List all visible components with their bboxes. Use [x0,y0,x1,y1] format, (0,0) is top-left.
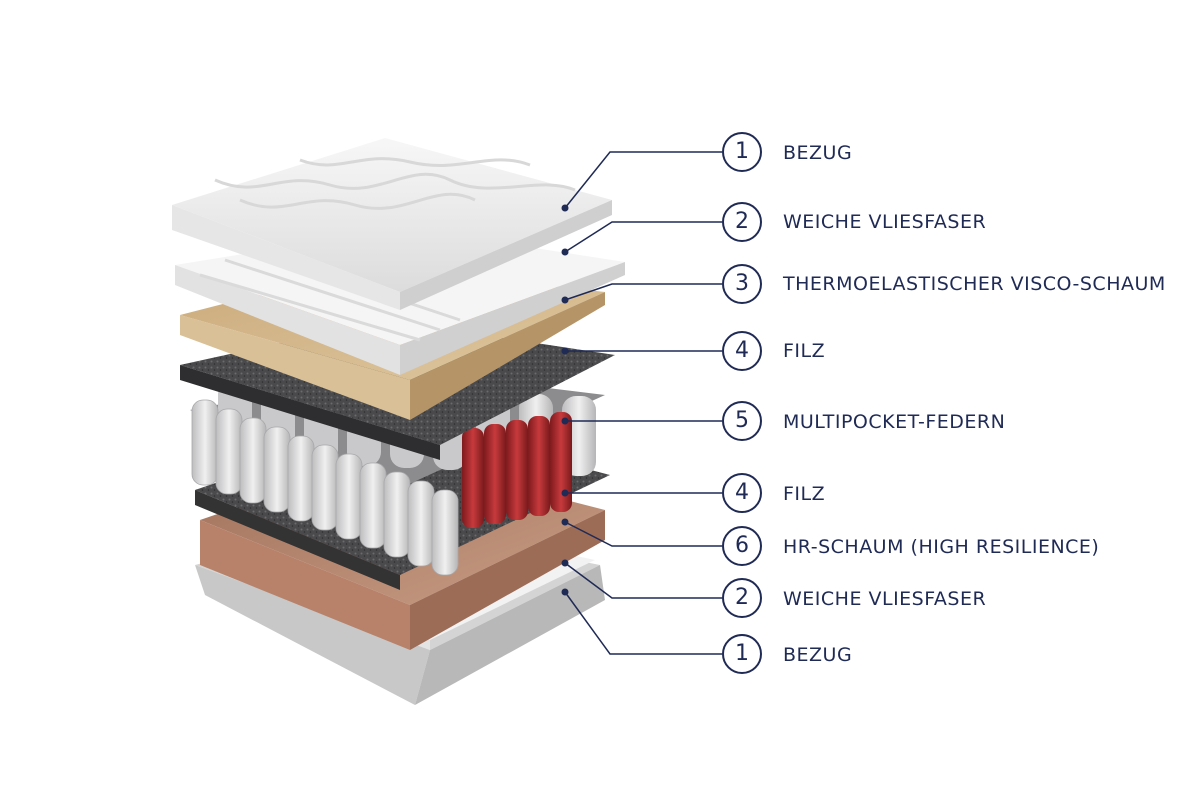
spring-pocket [263,426,291,513]
callout-number: 1 [722,132,762,172]
callout-label: BEZUG [783,142,853,164]
callout-number: 4 [722,473,762,513]
callout-number: 3 [722,264,762,304]
callout-number: 4 [722,331,762,371]
spring-pocket-red [506,420,528,520]
leader-dots [561,204,569,596]
leader-lines [564,151,722,655]
callout-number: 6 [722,526,762,566]
leader-line-8 [564,562,722,599]
callout-label: WEICHE VLIESFASER [783,211,987,233]
callout-label: THERMOELASTISCHER VISCO-SCHAUM [783,273,1166,295]
callout-label: HR-SCHAUM (HIGH RESILIENCE) [783,536,1100,558]
spring-pocket-red [484,424,506,524]
spring-pocket [335,453,363,540]
spring-pocket-red [528,416,550,516]
spring-pocket [407,480,435,567]
spring-pocket [191,399,219,486]
callout-label: WEICHE VLIESFASER [783,588,987,610]
callout-number: 2 [722,578,762,618]
spring-pocket [287,435,315,522]
spring-pocket [431,489,459,576]
callout-label: MULTIPOCKET-FEDERN [783,411,1006,433]
top-cover-layer [172,138,612,310]
spring-pocket [311,444,339,531]
callout-label: BEZUG [783,644,853,666]
spring-pocket [383,471,411,558]
spring-pocket [215,408,243,495]
callout-number: 2 [722,202,762,242]
leader-line-1 [564,151,722,209]
spring-pocket [359,462,387,549]
leader-line-7 [564,521,722,547]
leader-line-2 [564,221,722,253]
leader-line-3 [564,283,722,301]
callout-label: FILZ [783,340,826,362]
spring-pocket-red [462,428,484,528]
callout-number: 5 [722,401,762,441]
leader-line-9 [564,591,722,655]
spring-pocket-red [550,412,572,512]
callout-number: 1 [722,634,762,674]
callout-label: FILZ [783,483,826,505]
spring-pocket [239,417,267,504]
